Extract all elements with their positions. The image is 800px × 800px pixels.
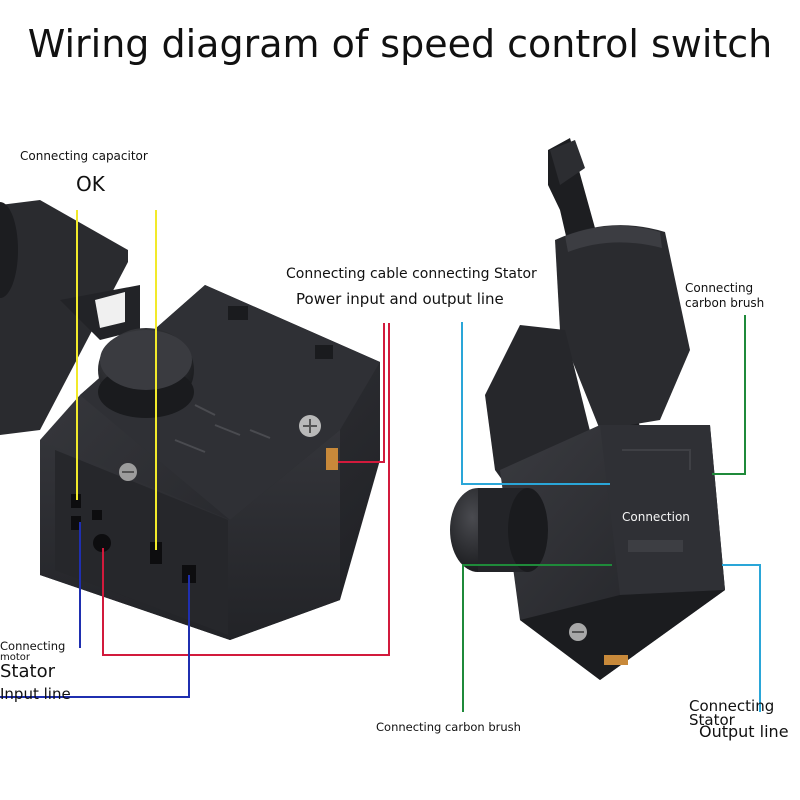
wire-green-lower — [462, 564, 612, 712]
wire-cyan-lower — [722, 564, 761, 712]
left-trigger-plate — [0, 200, 128, 435]
label-stator-out-1: Connecting — [689, 697, 775, 715]
label-cable-stator: Connecting cable connecting Stator — [286, 266, 537, 282]
right-guard — [555, 225, 690, 430]
label-motor-2: motor — [0, 652, 31, 663]
wire-green-upper — [712, 315, 746, 475]
wire-blue-stator — [0, 575, 190, 698]
left-trigger-dome — [0, 202, 18, 298]
label-motor-1: Connecting — [0, 639, 66, 653]
page-title: Wiring diagram of speed control switch — [27, 22, 773, 66]
label-power-io: Power input and output line — [296, 290, 504, 308]
left-switch — [0, 200, 380, 640]
label-stator-out-2: Stator — [689, 711, 735, 729]
label-connecting-capacitor: Connecting capacitor — [20, 149, 148, 163]
label-connection: Connection — [622, 510, 690, 524]
wire-red-upper — [338, 323, 385, 463]
label-carbon-brush-bottom: Connecting carbon brush — [376, 720, 521, 734]
label-input-line: Input line — [0, 685, 71, 703]
label-ok: OK — [76, 172, 105, 196]
wire-cyan-upper — [461, 322, 610, 485]
label-carbon-brush-top-2: carbon brush — [685, 296, 765, 310]
label-carbon-brush-top-1: Connecting — [685, 281, 754, 295]
label-output-line: Output line — [699, 722, 789, 741]
wire-red-lower — [102, 323, 390, 656]
right-switch — [450, 138, 725, 680]
wires — [0, 210, 761, 712]
label-stator: Stator — [0, 661, 55, 682]
